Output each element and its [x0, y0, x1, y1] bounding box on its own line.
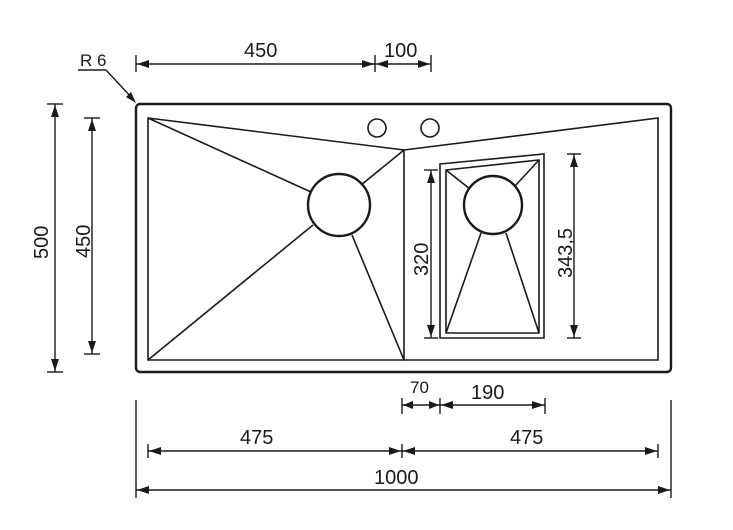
left-bowl-slope-line	[360, 149, 405, 186]
radius-callout: R 6	[78, 51, 136, 103]
right-bowl-inner	[445, 159, 540, 334]
left-bowl	[147, 117, 405, 361]
dim-tap-spacing: 100	[375, 40, 432, 72]
dim-right-bowl-outer-depth: 343,5	[555, 153, 581, 339]
right-drain	[462, 174, 524, 236]
left-bowl-rim	[147, 117, 405, 361]
right-bowl-slope-line	[445, 232, 482, 334]
dim-label-offset: 70	[410, 378, 429, 397]
sink-outline	[134, 102, 673, 374]
tap-hole-right[interactable]	[420, 118, 440, 138]
left-bowl-slope-line	[147, 224, 314, 361]
left-drain	[306, 172, 372, 238]
dim-offset-and-bowl-width: 70 190	[401, 378, 546, 414]
dim-label-right-bowl-width: 190	[471, 382, 504, 404]
dim-label-total-width: 1000	[374, 467, 419, 489]
left-bowl-slope-line	[351, 234, 405, 361]
right-section	[367, 117, 659, 361]
left-bowl-slope-line	[147, 117, 312, 193]
dim-label: 343,5	[555, 228, 577, 278]
dim-halves: 475 475	[135, 400, 672, 498]
right-bowl-outer	[439, 153, 545, 339]
tap-hole-left[interactable]	[367, 118, 387, 138]
dim-label: 450	[73, 225, 95, 258]
dim-label: 500	[31, 226, 53, 259]
dim-left-bowl-width: 450	[135, 40, 376, 72]
right-bowl-slope-line	[445, 169, 471, 190]
dim-right-bowl-depth: 320	[411, 169, 438, 339]
drainer-outline	[403, 117, 659, 361]
dim-label-right-half: 475	[510, 427, 543, 449]
dim-total-width: 1000	[136, 467, 671, 494]
dim-label: 100	[384, 40, 417, 62]
dim-label-left-half: 475	[240, 427, 273, 449]
right-bowl	[439, 153, 545, 339]
dim-label: 450	[244, 40, 277, 62]
dim-left-bowl-depth: 450	[73, 117, 100, 355]
right-bowl-slope-line	[505, 232, 540, 334]
right-bowl-slope-line	[514, 159, 540, 187]
radius-label: R 6	[80, 51, 106, 70]
dim-total-depth: 500	[31, 103, 63, 373]
dim-label: 320	[411, 243, 433, 276]
